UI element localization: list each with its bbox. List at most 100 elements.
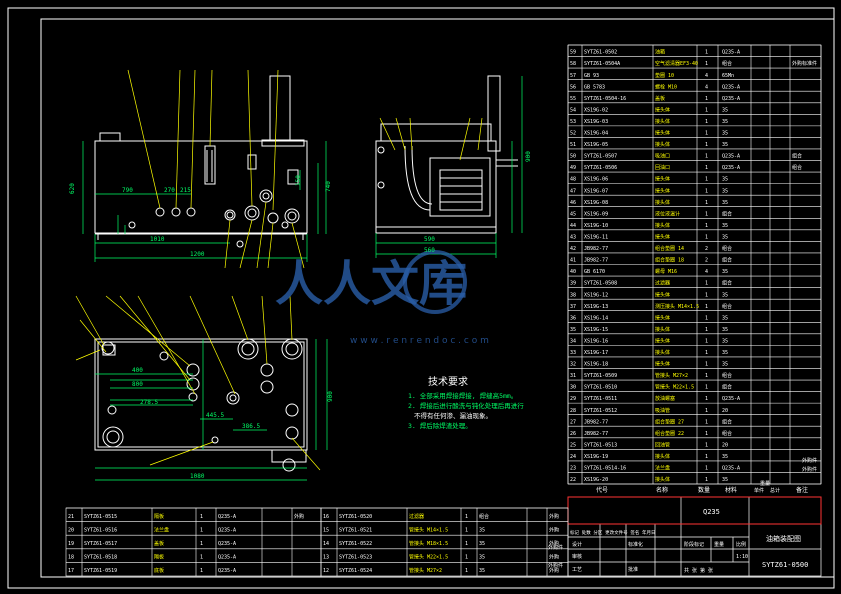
bom-cell-code: SYTZ61-0502 bbox=[584, 50, 617, 56]
bom-cell-qty: 1 bbox=[705, 408, 708, 414]
bom-cell-qty: 1 bbox=[705, 177, 708, 183]
bom-cell-name: 管接头 M18×1.5 bbox=[409, 540, 448, 547]
bom-cell-no: 51 bbox=[570, 142, 576, 148]
tb-standardization: 标准化 bbox=[628, 541, 643, 548]
bom-cell-code: XS19G-10 bbox=[584, 223, 608, 229]
bom-cell-code: XS19G-11 bbox=[584, 235, 608, 241]
bom-cell-name: 放油螺塞 bbox=[655, 395, 675, 402]
bom-cell-qty: 1 bbox=[200, 555, 203, 561]
bom-cell-mat: Q235-A bbox=[722, 165, 740, 171]
dim-label: 400 bbox=[132, 367, 143, 374]
bom-cell-name: 螺栓 M10 bbox=[655, 83, 677, 90]
bom-cell-no: 23 bbox=[570, 466, 576, 472]
bom-cell-no: 53 bbox=[570, 119, 576, 125]
bom-cell-no: 25 bbox=[570, 442, 576, 448]
bom-cell-name: 隔板 bbox=[154, 554, 164, 561]
bom-cell-mat: 35 bbox=[722, 131, 728, 137]
dim-label: 215 bbox=[180, 187, 191, 194]
tech-req-title: 技术要求 bbox=[428, 375, 468, 388]
bom-cell-mat: 35 bbox=[722, 477, 728, 483]
bom-cell-mat: Q235-A bbox=[722, 466, 740, 472]
bom-right-tail-notes: 外购件 外购件 外购件 外购件 bbox=[548, 457, 817, 569]
bom-cell-no: 17 bbox=[68, 568, 74, 574]
bom-cell-no: 14 bbox=[323, 541, 329, 547]
bom-cell-mat: 35 bbox=[722, 200, 728, 206]
bom-cell-qty: 2 bbox=[705, 246, 708, 252]
bom-cell-mat: 35 bbox=[722, 292, 728, 298]
bom-cell-name: 测压接头 M14×1.5 bbox=[655, 303, 699, 310]
bom-cell-mat: 组合 bbox=[479, 513, 489, 520]
dim-label: 386.5 bbox=[242, 423, 260, 430]
bom-cell-qty: 1 bbox=[705, 362, 708, 368]
bom-cell-name: 接头体 bbox=[655, 141, 670, 148]
bom-cell-name: 组合垫圈 27 bbox=[655, 418, 684, 425]
front-view-leaders bbox=[127, 69, 305, 269]
bom-cell-name: 底板 bbox=[154, 567, 164, 574]
bom-cell-qty: 1 bbox=[705, 154, 708, 160]
bom-cell-name: 法兰盘 bbox=[154, 526, 169, 533]
bom-cell-code: SYTZ61-0514-16 bbox=[584, 466, 626, 472]
bom-cell-mat: Q235-A bbox=[722, 50, 740, 56]
bom-cell-name: 法兰盘 bbox=[655, 465, 670, 472]
bom-cell-code: XS19G-08 bbox=[584, 200, 608, 206]
bom-cell-no: 15 bbox=[323, 527, 329, 533]
bom-cell-qty: 1 bbox=[465, 541, 468, 547]
tb-weight-head: 重量 bbox=[714, 541, 724, 548]
bom-cell-mat: 35 bbox=[722, 315, 728, 321]
bom-cell-name: 吸油口 bbox=[655, 153, 670, 160]
bom-cell-qty: 1 bbox=[705, 396, 708, 402]
bom-cell-name: 接头体 bbox=[655, 187, 670, 194]
bom-cell-code: XS19G-18 bbox=[584, 362, 608, 368]
bom-cell-no: 45 bbox=[570, 211, 576, 217]
bom-cell-code: XS19G-07 bbox=[584, 188, 608, 194]
bom-cell-code: XS19G-15 bbox=[584, 327, 608, 333]
bom-cell-rem: 外购 bbox=[549, 554, 559, 561]
bom-cell-name: 螺母 M16 bbox=[655, 268, 677, 275]
bom-cell-code: XS19G-20 bbox=[584, 477, 608, 483]
bom-cell-no: 28 bbox=[570, 408, 576, 414]
bom-cell-mat: 35 bbox=[722, 223, 728, 229]
bom-cell-name: 垫圈 10 bbox=[655, 72, 674, 79]
bom-cell-qty: 1 bbox=[705, 235, 708, 241]
dim-label: 278.5 bbox=[140, 399, 158, 406]
bom-cell-no: 58 bbox=[570, 61, 576, 67]
bom-cell-rem: 外购 bbox=[549, 567, 559, 574]
tb-col-name: 名称 bbox=[656, 486, 668, 494]
bom-cell-qty: 1 bbox=[705, 431, 708, 437]
bom-cell-qty: 1 bbox=[200, 527, 203, 533]
bom-cell-qty: 1 bbox=[705, 292, 708, 298]
bom-cell-code: SYTZ61-0520 bbox=[339, 514, 372, 520]
bom-cell-no: 48 bbox=[570, 177, 576, 183]
bom-cell-mat: 35 bbox=[479, 527, 485, 533]
dim-label: 790 bbox=[122, 187, 133, 194]
bom-cell-name: 接头体 bbox=[655, 476, 670, 483]
bom-cell-mat: Q235-A bbox=[218, 541, 236, 547]
bom-cell-rem: 外购 bbox=[549, 526, 559, 533]
bom-cell-code: XS19G-02 bbox=[584, 107, 608, 113]
tb-sheets: 共 张 第 张 bbox=[684, 567, 713, 574]
tb-drawing-number: SYTZ61-0500 bbox=[762, 561, 808, 569]
bom-cell-name: 接头体 bbox=[655, 222, 670, 229]
bom-cell-name: 空气滤清器EF3-40 bbox=[655, 60, 698, 67]
bom-cell-no: 57 bbox=[570, 73, 576, 79]
bom-cell-name: 接头体 bbox=[655, 326, 670, 333]
bom-cell-qty: 1 bbox=[705, 200, 708, 206]
bom-cell-code: SYTZ61-0518 bbox=[84, 555, 117, 561]
dim-label: 1080 bbox=[190, 473, 205, 480]
bom-cell-mat: 35 bbox=[479, 555, 485, 561]
bom-cell-qty: 1 bbox=[465, 527, 468, 533]
bom-bottom-grid bbox=[65, 507, 569, 577]
bom-cell-code: SYTZ61-0524 bbox=[339, 568, 372, 574]
bom-cell-no: 27 bbox=[570, 419, 576, 425]
tb-phase-label: 阶段标记 bbox=[684, 541, 704, 548]
bom-cell-code: SYTZ61-0508 bbox=[584, 281, 617, 287]
bom-cell-qty: 1 bbox=[705, 142, 708, 148]
front-view bbox=[94, 75, 308, 248]
bom-cell-qty: 1 bbox=[705, 304, 708, 310]
bom-cell-code: SYTZ61-0517 bbox=[84, 541, 117, 547]
bom-cell-qty: 1 bbox=[705, 96, 708, 102]
bom-cell-qty: 1 bbox=[705, 315, 708, 321]
bom-cell-qty: 1 bbox=[465, 568, 468, 574]
dim-label: 900 bbox=[525, 151, 532, 162]
